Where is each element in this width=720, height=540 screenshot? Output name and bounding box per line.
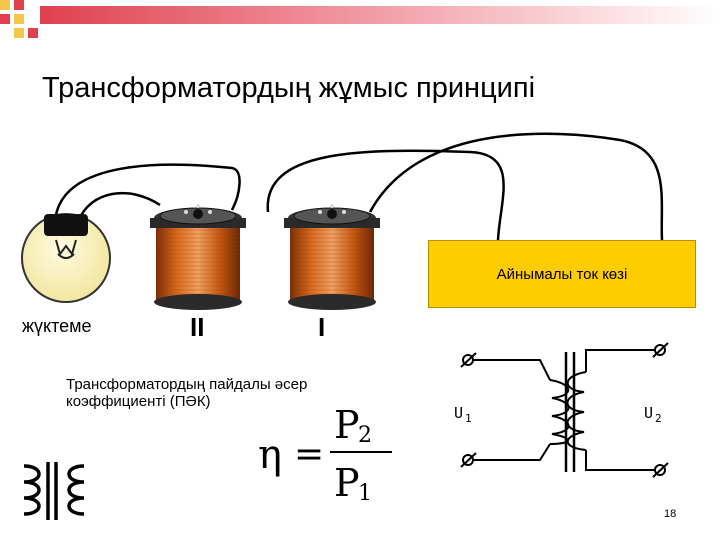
coil-secondary xyxy=(150,204,246,310)
efficiency-line-1: Трансформатордың пайдалы әсер xyxy=(66,376,308,393)
wire-bulb-to-coil2 xyxy=(53,163,241,223)
wires xyxy=(53,132,664,241)
ac-source-box: Айнымалы ток көзі xyxy=(428,240,696,308)
efficiency-formula: η = P 2 P 1 xyxy=(258,403,392,506)
u2-sub: 2 xyxy=(655,412,662,425)
formula-eta: η xyxy=(258,432,282,478)
formula-denominator-sub: 1 xyxy=(358,481,372,506)
formula-numerator-sub: 2 xyxy=(358,423,372,448)
efficiency-line-2: коэффициенті (ПӘК) xyxy=(66,393,211,410)
coil-label-secondary: II xyxy=(190,312,205,342)
page-number: 18 xyxy=(664,508,677,520)
ac-source-label: Айнымалы ток көзі xyxy=(496,265,628,283)
formula-denominator: P xyxy=(334,461,360,505)
wire-coil1-to-source-b xyxy=(368,132,664,241)
u1-label: U xyxy=(454,404,463,422)
transformer-schematic xyxy=(460,342,669,478)
coil-label-primary: I xyxy=(318,312,326,342)
formula-numerator: P xyxy=(334,403,360,447)
schematic-labels: U 1 U 2 xyxy=(454,404,662,425)
slide-title: Трансформатордың жұмыс принципі xyxy=(42,72,536,104)
u2-label: U xyxy=(644,404,653,422)
header-decoration xyxy=(0,0,720,38)
u1-sub: 1 xyxy=(465,412,472,425)
wire-bulb-to-coil2-b xyxy=(76,191,161,223)
coil-primary xyxy=(284,204,380,310)
efficiency-description: Трансформатордың пайдалы әсер коэффициен… xyxy=(66,376,366,410)
secondary-winding xyxy=(566,371,587,451)
light-bulb xyxy=(21,213,111,303)
load-label: жүктеме xyxy=(22,316,92,336)
formula-equals: = xyxy=(294,434,324,475)
transformer-symbol-icon xyxy=(23,462,85,520)
